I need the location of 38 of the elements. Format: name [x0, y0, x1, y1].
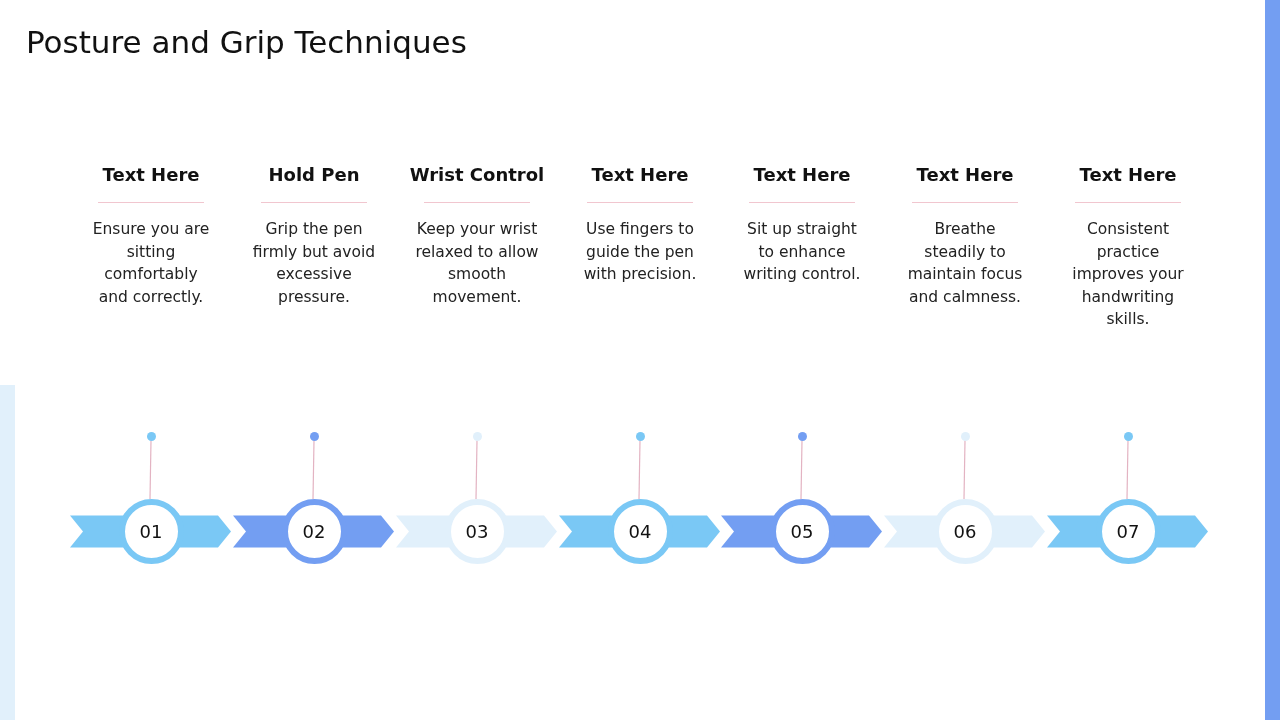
leader-line [312, 439, 315, 500]
side-bar [1265, 0, 1280, 720]
step-description: Use fingers to guide the pen with precision. [582, 219, 698, 285]
slide-title: Posture and Grip Techniques [26, 23, 467, 62]
step-description: Grip the pen firmly but avoid excessive pressure. [252, 219, 376, 308]
step-heading: Text Here [590, 163, 690, 187]
dot-icon [472, 431, 482, 441]
side-bar [0, 385, 15, 720]
leader-line [638, 439, 641, 500]
step-description: Consistent practice improves your handwriting skills. [1071, 219, 1185, 330]
step-heading: Hold Pen [267, 163, 361, 187]
step-number: 03 [465, 520, 489, 544]
step-heading: Text Here [1078, 163, 1178, 187]
leader-line [1126, 439, 1129, 500]
step-heading: Wrist Control [408, 163, 546, 187]
leader-line [475, 439, 478, 500]
step-number: 06 [953, 520, 977, 544]
step-number: 07 [1116, 520, 1140, 544]
step-description: Ensure you are sitting comfortably and correctly. [91, 219, 211, 308]
step-number: 04 [628, 520, 652, 544]
step-heading: Text Here [915, 163, 1015, 187]
leader-line [963, 439, 966, 500]
step-number: 01 [139, 520, 163, 544]
dot-icon [960, 431, 970, 441]
step-description: Keep your wrist relaxed to allow smooth movement. [415, 219, 539, 308]
dot-icon [635, 431, 645, 441]
dot-icon [1123, 431, 1133, 441]
step-heading: Text Here [101, 163, 201, 187]
leader-line [800, 439, 803, 500]
step-description: Sit up straight to enhance writing control. [742, 219, 862, 285]
dot-icon [797, 431, 807, 441]
dot-icon [146, 431, 156, 441]
leader-line [149, 439, 152, 500]
step-number: 02 [302, 520, 326, 544]
step-description: Breathe steadily to maintain focus and calmness. [906, 219, 1024, 308]
step-heading: Text Here [752, 163, 852, 187]
dot-icon [309, 431, 319, 441]
step-number: 05 [790, 520, 814, 544]
